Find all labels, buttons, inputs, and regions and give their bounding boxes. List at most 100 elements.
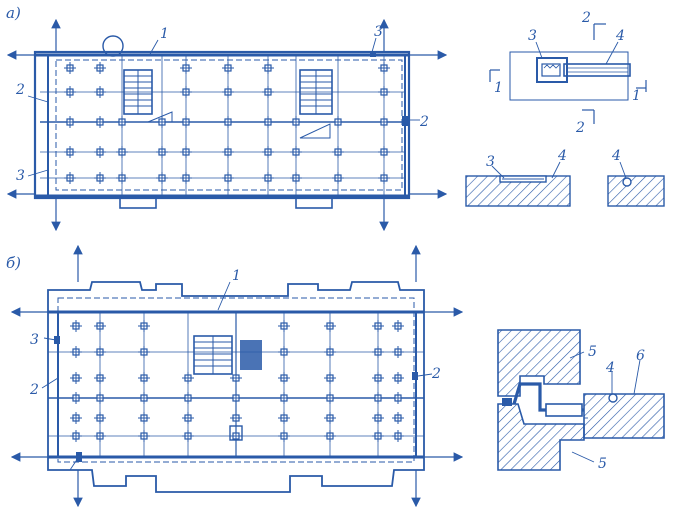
plan-a-plate-right [402, 116, 408, 126]
plan-a-stair-left [123, 69, 153, 115]
column-symbol [278, 430, 290, 442]
column-symbol [262, 116, 274, 128]
plan-b-arrows [10, 244, 464, 508]
column-symbol [378, 146, 390, 158]
column-symbol [332, 116, 344, 128]
detail-a-socket [536, 57, 568, 83]
column-symbol [372, 392, 384, 404]
plan-b-outer-wall [47, 281, 425, 493]
detail-a-callout-1-left: 1 [494, 80, 503, 96]
column-symbol [180, 62, 192, 74]
column-symbol [180, 86, 192, 98]
column-symbol [182, 430, 194, 442]
plan-b-stair [193, 335, 233, 375]
plan-a-bay-right [295, 195, 333, 209]
detail-b-embed [545, 403, 583, 417]
column-symbol [94, 172, 106, 184]
column-symbol [116, 146, 128, 158]
column-symbol [262, 62, 274, 74]
column-symbol [222, 146, 234, 158]
plan-a-callout-2-left: 2 [15, 82, 25, 98]
column-symbol [332, 146, 344, 158]
column-symbol [156, 146, 168, 158]
plan-a-outer-wall [33, 50, 411, 200]
column-symbol [70, 372, 82, 384]
column-symbol [138, 346, 150, 358]
plan-b-callout-3: 3 [30, 332, 39, 348]
column-symbol [392, 430, 404, 442]
section-a-callout-3: 3 [486, 154, 495, 170]
column-symbol [290, 172, 302, 184]
column-symbol [392, 320, 404, 332]
plan-a-leaders [27, 37, 420, 177]
plan-a: 1 2 2 3 3 [6, 18, 448, 232]
detail-a-anchor [541, 63, 561, 77]
column-symbol [262, 172, 274, 184]
column-symbol [222, 62, 234, 74]
column-symbol [372, 372, 384, 384]
column-symbol [94, 412, 106, 424]
detail-a-callout-2-top: 2 [581, 10, 591, 26]
section-a-2: 4 [607, 148, 665, 207]
detail-b-callout-4: 4 [605, 360, 615, 376]
detail-b-weld [502, 398, 512, 406]
column-symbol [222, 172, 234, 184]
column-symbol [138, 412, 150, 424]
column-symbol [182, 372, 194, 384]
column-symbol [70, 346, 82, 358]
panel-a-label: а) [6, 4, 21, 22]
column-symbol [278, 320, 290, 332]
detail-b-callout-5-bottom: 5 [598, 456, 607, 472]
column-symbol [378, 62, 390, 74]
plan-b-callout-2-right: 2 [431, 366, 441, 382]
panel-a: а) [6, 4, 665, 232]
column-symbol [324, 372, 336, 384]
column-symbol [116, 116, 128, 128]
plan-b-callout-2-left: 2 [29, 382, 39, 398]
column-symbol [180, 146, 192, 158]
column-symbol [324, 412, 336, 424]
panel-b-label: б) [6, 254, 21, 272]
detail-b-upper-slab [497, 329, 581, 397]
column-symbol [392, 412, 404, 424]
plan-b-shaft [240, 340, 262, 370]
column-symbol [94, 146, 106, 158]
column-symbol [70, 430, 82, 442]
column-symbol [180, 172, 192, 184]
column-symbol [94, 346, 106, 358]
plan-a-longitudinal-axes [40, 91, 405, 179]
plan-a-detail-circle [102, 35, 124, 57]
column-symbol [392, 372, 404, 384]
detail-a-callout-3: 3 [528, 28, 537, 44]
detail-b-callout-5-top: 5 [588, 344, 597, 360]
column-symbol [324, 346, 336, 358]
column-symbol [94, 86, 106, 98]
column-symbol [278, 346, 290, 358]
column-symbol [116, 172, 128, 184]
column-symbol [70, 392, 82, 404]
column-symbol [278, 392, 290, 404]
column-symbol [94, 320, 106, 332]
plan-a-callout-3-left: 3 [16, 168, 25, 184]
column-symbol [138, 430, 150, 442]
column-symbol [94, 62, 106, 74]
column-symbol [372, 346, 384, 358]
column-symbol [64, 116, 76, 128]
column-symbol [378, 172, 390, 184]
column-symbol [156, 116, 168, 128]
column-symbol [372, 430, 384, 442]
plan-a-bay-left [119, 195, 157, 209]
column-symbol [290, 116, 302, 128]
column-symbol [138, 372, 150, 384]
column-symbol [222, 86, 234, 98]
column-symbol [182, 392, 194, 404]
column-symbol [138, 392, 150, 404]
column-symbol [222, 116, 234, 128]
plan-a-callout-3-top: 3 [374, 24, 383, 40]
column-symbol [70, 412, 82, 424]
detail-a-callout-4: 4 [615, 28, 625, 44]
plan-b-leaders [41, 281, 433, 471]
column-symbol [64, 62, 76, 74]
column-symbol [372, 320, 384, 332]
